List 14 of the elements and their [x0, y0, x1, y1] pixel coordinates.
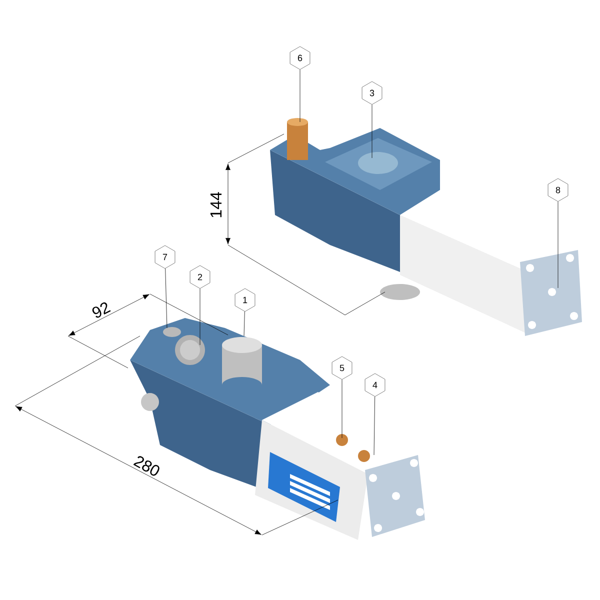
dimension-label: 280: [131, 453, 163, 479]
leader-line: [165, 268, 168, 328]
callout-number: 6: [290, 46, 310, 70]
callout-number: 2: [190, 265, 210, 289]
callout-number: 3: [362, 81, 382, 105]
callout-number: 5: [332, 356, 352, 380]
callout-number: 8: [548, 178, 568, 202]
dimension-label: 92: [89, 300, 113, 320]
callout-number: 4: [364, 373, 386, 397]
callout-number: 1: [234, 288, 256, 312]
dimension-label: 144: [210, 190, 222, 220]
leader-line: [244, 311, 245, 336]
callout-number: 7: [154, 245, 176, 269]
leader-line: [374, 396, 376, 456]
